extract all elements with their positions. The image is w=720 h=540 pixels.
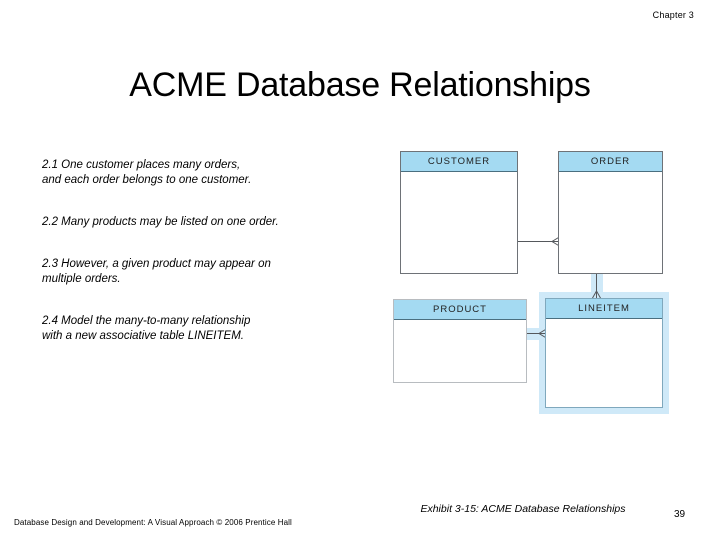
entity-box-lineitem[interactable]: LINEITEM: [545, 298, 663, 408]
bullet-item-2-2: 2.2 Many products may be listed on one o…: [42, 215, 360, 230]
bullet-line: 2.1 One customer places many orders,: [42, 159, 241, 171]
bullet-line: multiple orders.: [42, 273, 121, 285]
order-lineitem-link-highlight: [591, 268, 603, 300]
page-title: ACME Database Relationships: [129, 66, 591, 104]
entity-title-customer: CUSTOMER: [401, 152, 517, 172]
entity-attributes-order: [559, 172, 662, 273]
entity-box-customer[interactable]: CUSTOMER: [400, 151, 518, 274]
bullet-line: with a new associative table LINEITEM.: [42, 330, 244, 342]
bullet-line: 2.4 Model the many-to-many relationship: [42, 315, 251, 327]
bullet-line: 2.2 Many products may be listed on one o…: [42, 216, 279, 228]
bullet-item-2-1: 2.1 One customer places many orders, and…: [42, 158, 360, 188]
source-attribution: Database Design and Development: A Visua…: [14, 518, 292, 527]
entity-attributes-product: [394, 320, 526, 382]
entity-attributes-customer: [401, 172, 517, 273]
bullet-item-2-4: 2.4 Model the many-to-many relationship …: [42, 314, 360, 344]
connector-order-lineitem: [596, 274, 597, 300]
bullet-line: 2.3 However, a given product may appear …: [42, 258, 271, 270]
entity-box-order[interactable]: ORDER: [558, 151, 663, 274]
entity-title-order: ORDER: [559, 152, 662, 172]
entity-attributes-lineitem: [546, 319, 662, 407]
er-diagram: CUSTOMER ORDER PRODUCT LINEITEM: [380, 140, 690, 420]
bullet-item-2-3: 2.3 However, a given product may appear …: [42, 257, 360, 287]
exhibit-caption: Exhibit 3-15: ACME Database Relationship…: [420, 503, 626, 515]
entity-box-product[interactable]: PRODUCT: [393, 299, 527, 383]
entity-title-product: PRODUCT: [394, 300, 526, 320]
bullet-line: and each order belongs to one customer.: [42, 174, 252, 186]
connector-customer-order: [518, 241, 566, 242]
bullet-list: 2.1 One customer places many orders, and…: [42, 158, 360, 344]
chapter-label: Chapter 3: [652, 10, 694, 20]
page-number: 39: [674, 509, 686, 520]
entity-title-lineitem: LINEITEM: [546, 299, 662, 319]
